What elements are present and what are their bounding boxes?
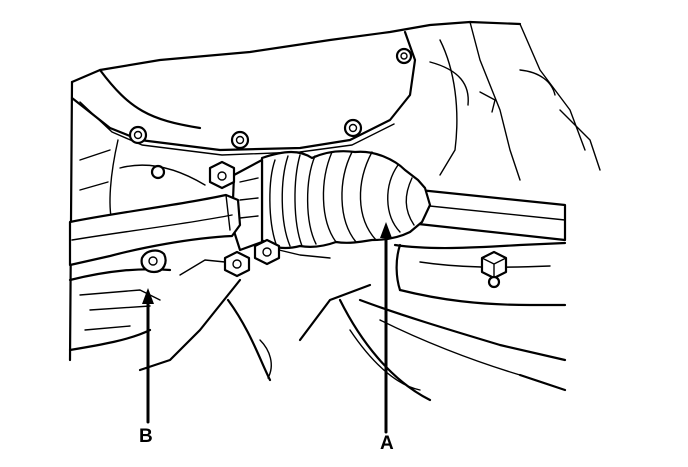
callout-label-a: A [380,433,394,454]
support-bar [68,193,242,267]
lower-arm [358,241,567,392]
housing-bolts [128,47,413,180]
callout-arrow-a [380,222,392,434]
transmission-housing [68,20,601,362]
subframe [68,259,432,402]
cv-boot [260,150,432,250]
callout-arrow-b [142,288,154,424]
lower-fasteners [140,238,331,278]
callout-label-b: B [139,426,153,447]
lower-arm-nut [480,250,508,289]
